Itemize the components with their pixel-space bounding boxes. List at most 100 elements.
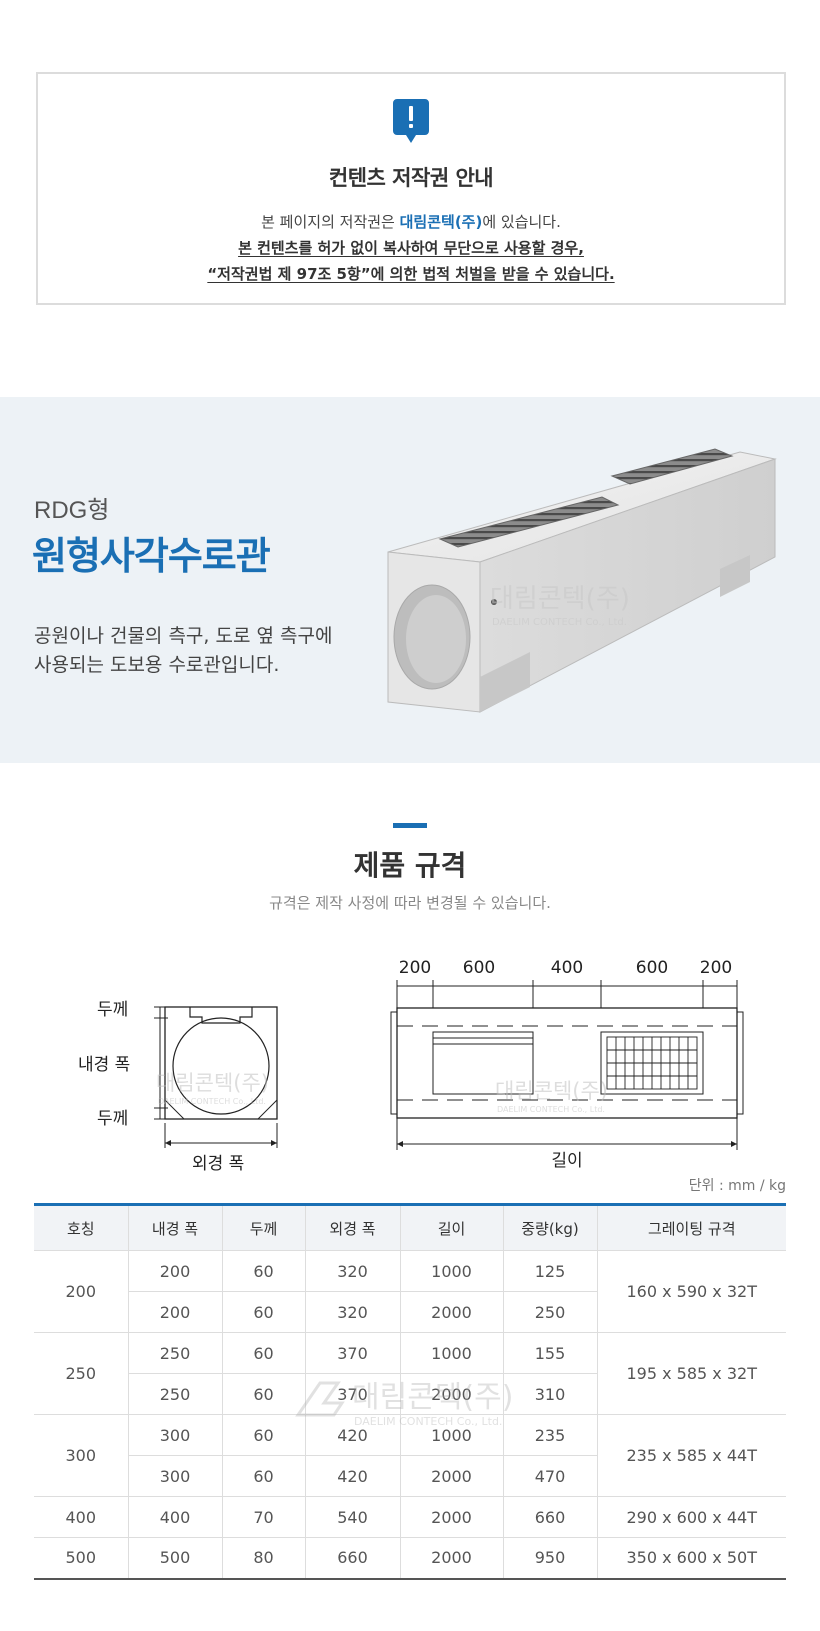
spec-subtitle: 규격은 제작 사정에 따라 변경될 수 있습니다. <box>269 894 551 912</box>
cell-length: 1000 <box>399 1250 503 1292</box>
cell-length: 2000 <box>399 1291 503 1333</box>
cell-grating: 195 x 585 x 32T <box>596 1332 786 1415</box>
dim-4: 600 <box>636 958 668 978</box>
cell-outer-width: 370 <box>304 1373 400 1415</box>
cell-inner-width: 250 <box>127 1332 222 1374</box>
spec-table: 호칭 내경 폭 두께 외경 폭 길이 중량(kg) 그레이팅 규격 200 20… <box>34 1203 786 1580</box>
product-name: 원형사각수로관 <box>32 534 271 578</box>
left-watermark-brand: 대림콘텍(주) <box>156 1071 269 1095</box>
cell-length: 1000 <box>399 1332 503 1374</box>
cell-weight: 155 <box>502 1332 597 1374</box>
cell-thickness: 60 <box>221 1250 305 1292</box>
cell-thickness: 60 <box>221 1332 305 1374</box>
cell-thickness: 60 <box>221 1291 305 1333</box>
right-watermark-brand: 대림콘텍(주) <box>495 1079 608 1103</box>
notice-line-2: 본 컨텐츠를 허가 없이 복사하여 무단으로 사용할 경우, <box>238 239 584 257</box>
table-row: 500 500 80 660 2000 950 350 x 600 x 50T <box>34 1537 786 1580</box>
cell-weight: 470 <box>502 1455 597 1497</box>
cell-length: 2000 <box>399 1455 503 1497</box>
label-outer-width: 외경 폭 <box>192 1154 244 1174</box>
table-row: 400 400 70 540 2000 660 290 x 600 x 44T <box>34 1496 786 1538</box>
label-thickness-bottom: 두께 <box>97 1109 128 1129</box>
cell-inner-width: 500 <box>127 1537 222 1580</box>
header-name: 호칭 <box>34 1203 128 1251</box>
cell-weight: 310 <box>502 1373 597 1415</box>
table-row: 300 60 420 2000 470 <box>34 1455 786 1497</box>
notice-title: 컨텐츠 저작권 안내 <box>328 166 494 190</box>
table-row: 300 300 60 420 1000 235 235 x 585 x 44T <box>34 1414 786 1497</box>
cell-inner-width: 400 <box>127 1496 222 1538</box>
dim-5: 200 <box>700 958 732 978</box>
cross-section-drawing: 두께 내경 폭 두께 외경 폭 대림콘텍(주) DAELIM CONTECH C… <box>78 1000 278 1174</box>
cell-grating: 235 x 585 x 44T <box>596 1414 786 1497</box>
table-header-row: 호칭 내경 폭 두께 외경 폭 길이 중량(kg) 그레이팅 규격 <box>34 1203 786 1251</box>
cell-weight: 660 <box>502 1496 597 1538</box>
cell-outer-width: 660 <box>304 1537 400 1580</box>
cell-name: 400 <box>34 1496 128 1538</box>
cell-name: 250 <box>34 1332 128 1415</box>
cell-thickness: 60 <box>221 1414 305 1456</box>
notice-brand: 대림콘텍(주) <box>399 213 483 231</box>
label-inner-width: 내경 폭 <box>78 1055 130 1075</box>
cell-inner-width: 200 <box>127 1250 222 1292</box>
dim-1: 200 <box>399 958 431 978</box>
cell-inner-width: 300 <box>127 1414 222 1456</box>
cell-length: 2000 <box>399 1373 503 1415</box>
cell-length: 2000 <box>399 1537 503 1580</box>
cell-thickness: 60 <box>221 1373 305 1415</box>
cell-outer-width: 540 <box>304 1496 400 1538</box>
cell-weight: 235 <box>502 1414 597 1456</box>
table-row: 200 200 60 320 1000 125 160 x 590 x 32T <box>34 1250 786 1333</box>
cell-weight: 950 <box>502 1537 597 1580</box>
notice-line-1: 본 페이지의 저작권은 대림콘텍(주)에 있습니다. <box>261 213 561 231</box>
hero-watermark-brand: 대림콘텍(주) <box>490 584 630 614</box>
cell-outer-width: 320 <box>304 1291 400 1333</box>
cell-name: 500 <box>34 1537 128 1580</box>
table-row: 200 60 320 2000 250 <box>34 1291 786 1333</box>
cell-thickness: 60 <box>221 1455 305 1497</box>
product-hero: RDG형 원형사각수로관 공원이나 건물의 측구, 도로 옆 측구에 사용되는 … <box>0 397 820 763</box>
cell-inner-width: 250 <box>127 1373 222 1415</box>
header-outer-width: 외경 폭 <box>304 1203 400 1251</box>
header-weight: 중량(kg) <box>502 1203 597 1251</box>
cell-grating: 290 x 600 x 44T <box>596 1496 786 1538</box>
label-length: 길이 <box>551 1151 582 1171</box>
header-thickness: 두께 <box>221 1203 305 1251</box>
cell-outer-width: 370 <box>304 1332 400 1374</box>
section-accent-bar <box>393 823 427 828</box>
cell-inner-width: 300 <box>127 1455 222 1497</box>
cell-outer-width: 420 <box>304 1455 400 1497</box>
plan-view-drawing: 200 600 400 600 200 길이 대림콘텍(주) DAELIM CO… <box>390 958 744 1171</box>
cell-weight: 125 <box>502 1250 597 1292</box>
copyright-notice: 컨텐츠 저작권 안내 본 페이지의 저작권은 대림콘텍(주)에 있습니다. 본 … <box>36 72 786 305</box>
cell-name: 200 <box>34 1250 128 1333</box>
exclamation-icon <box>393 99 429 143</box>
header-inner-width: 내경 폭 <box>127 1203 222 1251</box>
dim-3: 400 <box>551 958 583 978</box>
left-watermark-sub: DAELIM CONTECH Co., Ltd. <box>158 1097 266 1106</box>
product-type: RDG형 <box>34 497 110 524</box>
spec-title: 제품 규격 <box>353 849 467 882</box>
hero-watermark-sub: DAELIM CONTECH Co., Ltd. <box>492 617 627 628</box>
table-row: 250 250 60 370 1000 155 195 x 585 x 32T <box>34 1332 786 1415</box>
cell-length: 2000 <box>399 1496 503 1538</box>
product-description: 공원이나 건물의 측구, 도로 옆 측구에 사용되는 도보용 수로관입니다. <box>34 625 333 676</box>
dim-2: 600 <box>463 958 495 978</box>
table-row: 250 60 370 2000 310 <box>34 1373 786 1415</box>
cell-outer-width: 320 <box>304 1250 400 1292</box>
cell-weight: 250 <box>502 1291 597 1333</box>
cell-thickness: 70 <box>221 1496 305 1538</box>
label-thickness-top: 두께 <box>97 1000 128 1020</box>
header-grating: 그레이팅 규격 <box>596 1203 786 1251</box>
cell-length: 1000 <box>399 1414 503 1456</box>
unit-label: 단위 : mm / kg <box>688 1178 786 1194</box>
right-watermark-sub: DAELIM CONTECH Co., Ltd. <box>497 1105 605 1114</box>
cell-grating: 160 x 590 x 32T <box>596 1250 786 1333</box>
cell-inner-width: 200 <box>127 1291 222 1333</box>
product-image: 대림콘텍(주) DAELIM CONTECH Co., Ltd. <box>387 448 777 713</box>
cell-outer-width: 420 <box>304 1414 400 1456</box>
cell-thickness: 80 <box>221 1537 305 1580</box>
cell-grating: 350 x 600 x 50T <box>596 1537 786 1580</box>
header-length: 길이 <box>399 1203 503 1251</box>
cell-name: 300 <box>34 1414 128 1497</box>
